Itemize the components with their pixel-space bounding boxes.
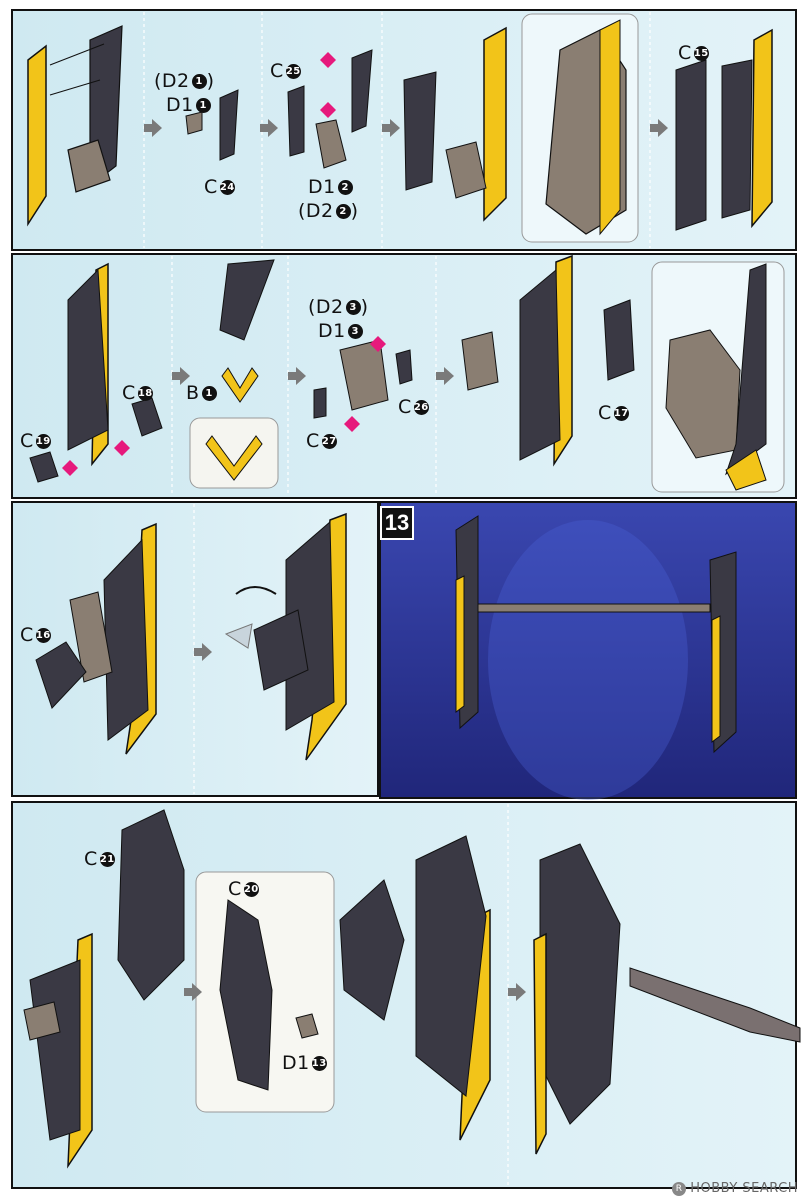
part-d1-1 bbox=[185, 89, 239, 161]
armor-assembly-7 bbox=[224, 512, 347, 761]
armor-assembly-5 bbox=[461, 254, 635, 467]
armor-b1-assembly bbox=[205, 259, 275, 481]
armor-assembly-1 bbox=[27, 25, 123, 227]
armor-assembly-4 bbox=[29, 262, 163, 483]
detail-frame-row2 bbox=[665, 263, 767, 491]
part-c25-assembly bbox=[287, 49, 373, 169]
armor-assembly-10 bbox=[533, 843, 801, 1155]
armor-assembly-9 bbox=[339, 835, 491, 1141]
full-model-silhouette bbox=[455, 515, 737, 800]
part-d1-3-assembly bbox=[313, 336, 413, 432]
detail-frame-row1 bbox=[545, 19, 627, 236]
part-c20 bbox=[219, 899, 319, 1091]
armor-assembly-6 bbox=[35, 522, 157, 755]
registered-mark-icon: R bbox=[672, 1181, 687, 1196]
armor-assembly-3 bbox=[675, 28, 773, 231]
step-number: 13 bbox=[380, 506, 414, 540]
armor-assembly-8 bbox=[23, 809, 185, 1169]
armor-assembly-2 bbox=[403, 26, 507, 222]
